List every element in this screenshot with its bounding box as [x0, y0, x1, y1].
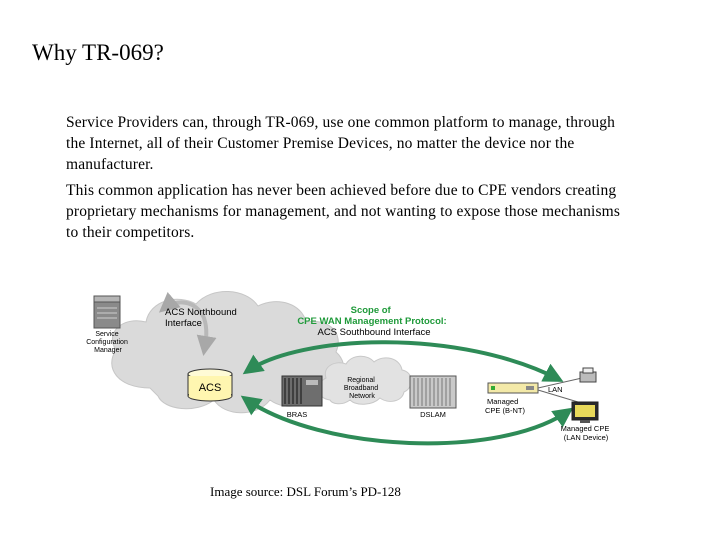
lan-link: [537, 377, 583, 389]
managed-cpe-lan-label: Managed CPE (LAN Device): [561, 424, 612, 442]
acs-database-icon: [187, 368, 233, 402]
server-icon: [93, 295, 121, 329]
bras-label: BRAS: [287, 410, 307, 419]
southbound-arrow-lan: [240, 395, 574, 446]
northbound-label: ACS Northbound Interface: [165, 307, 239, 329]
dslam-icon: [409, 375, 457, 409]
modem-icon: [487, 382, 539, 394]
paragraph-2: This common application has never been a…: [66, 182, 621, 241]
slide-title: Why TR-069?: [32, 40, 164, 65]
lan-label: LAN: [548, 385, 563, 394]
managed-cpe-bnt-label: Managed CPE (B-NT): [485, 397, 526, 415]
regional-network-label: Regional Broadband Network: [344, 377, 380, 400]
southbound-arrow-outer: [242, 340, 564, 382]
printer-icon: [579, 367, 597, 383]
monitor-icon: [571, 401, 599, 423]
northbound-arrow: [158, 291, 217, 356]
lan-link-2: [537, 389, 579, 403]
bras-icon: [281, 375, 323, 407]
paragraph-1: Service Providers can, through TR-069, u…: [66, 114, 616, 173]
service-config-manager-label: Service Configuration Manager: [86, 331, 130, 354]
southbound-label: ACS Southbound Interface: [317, 327, 430, 338]
image-caption: Image source: DSL Forum’s PD-128: [210, 484, 401, 499]
acs-label: ACS: [199, 382, 222, 394]
scope-label: Scope of CPE WAN Management Protocol:: [297, 305, 446, 327]
dslam-label: DSLAM: [420, 410, 446, 419]
